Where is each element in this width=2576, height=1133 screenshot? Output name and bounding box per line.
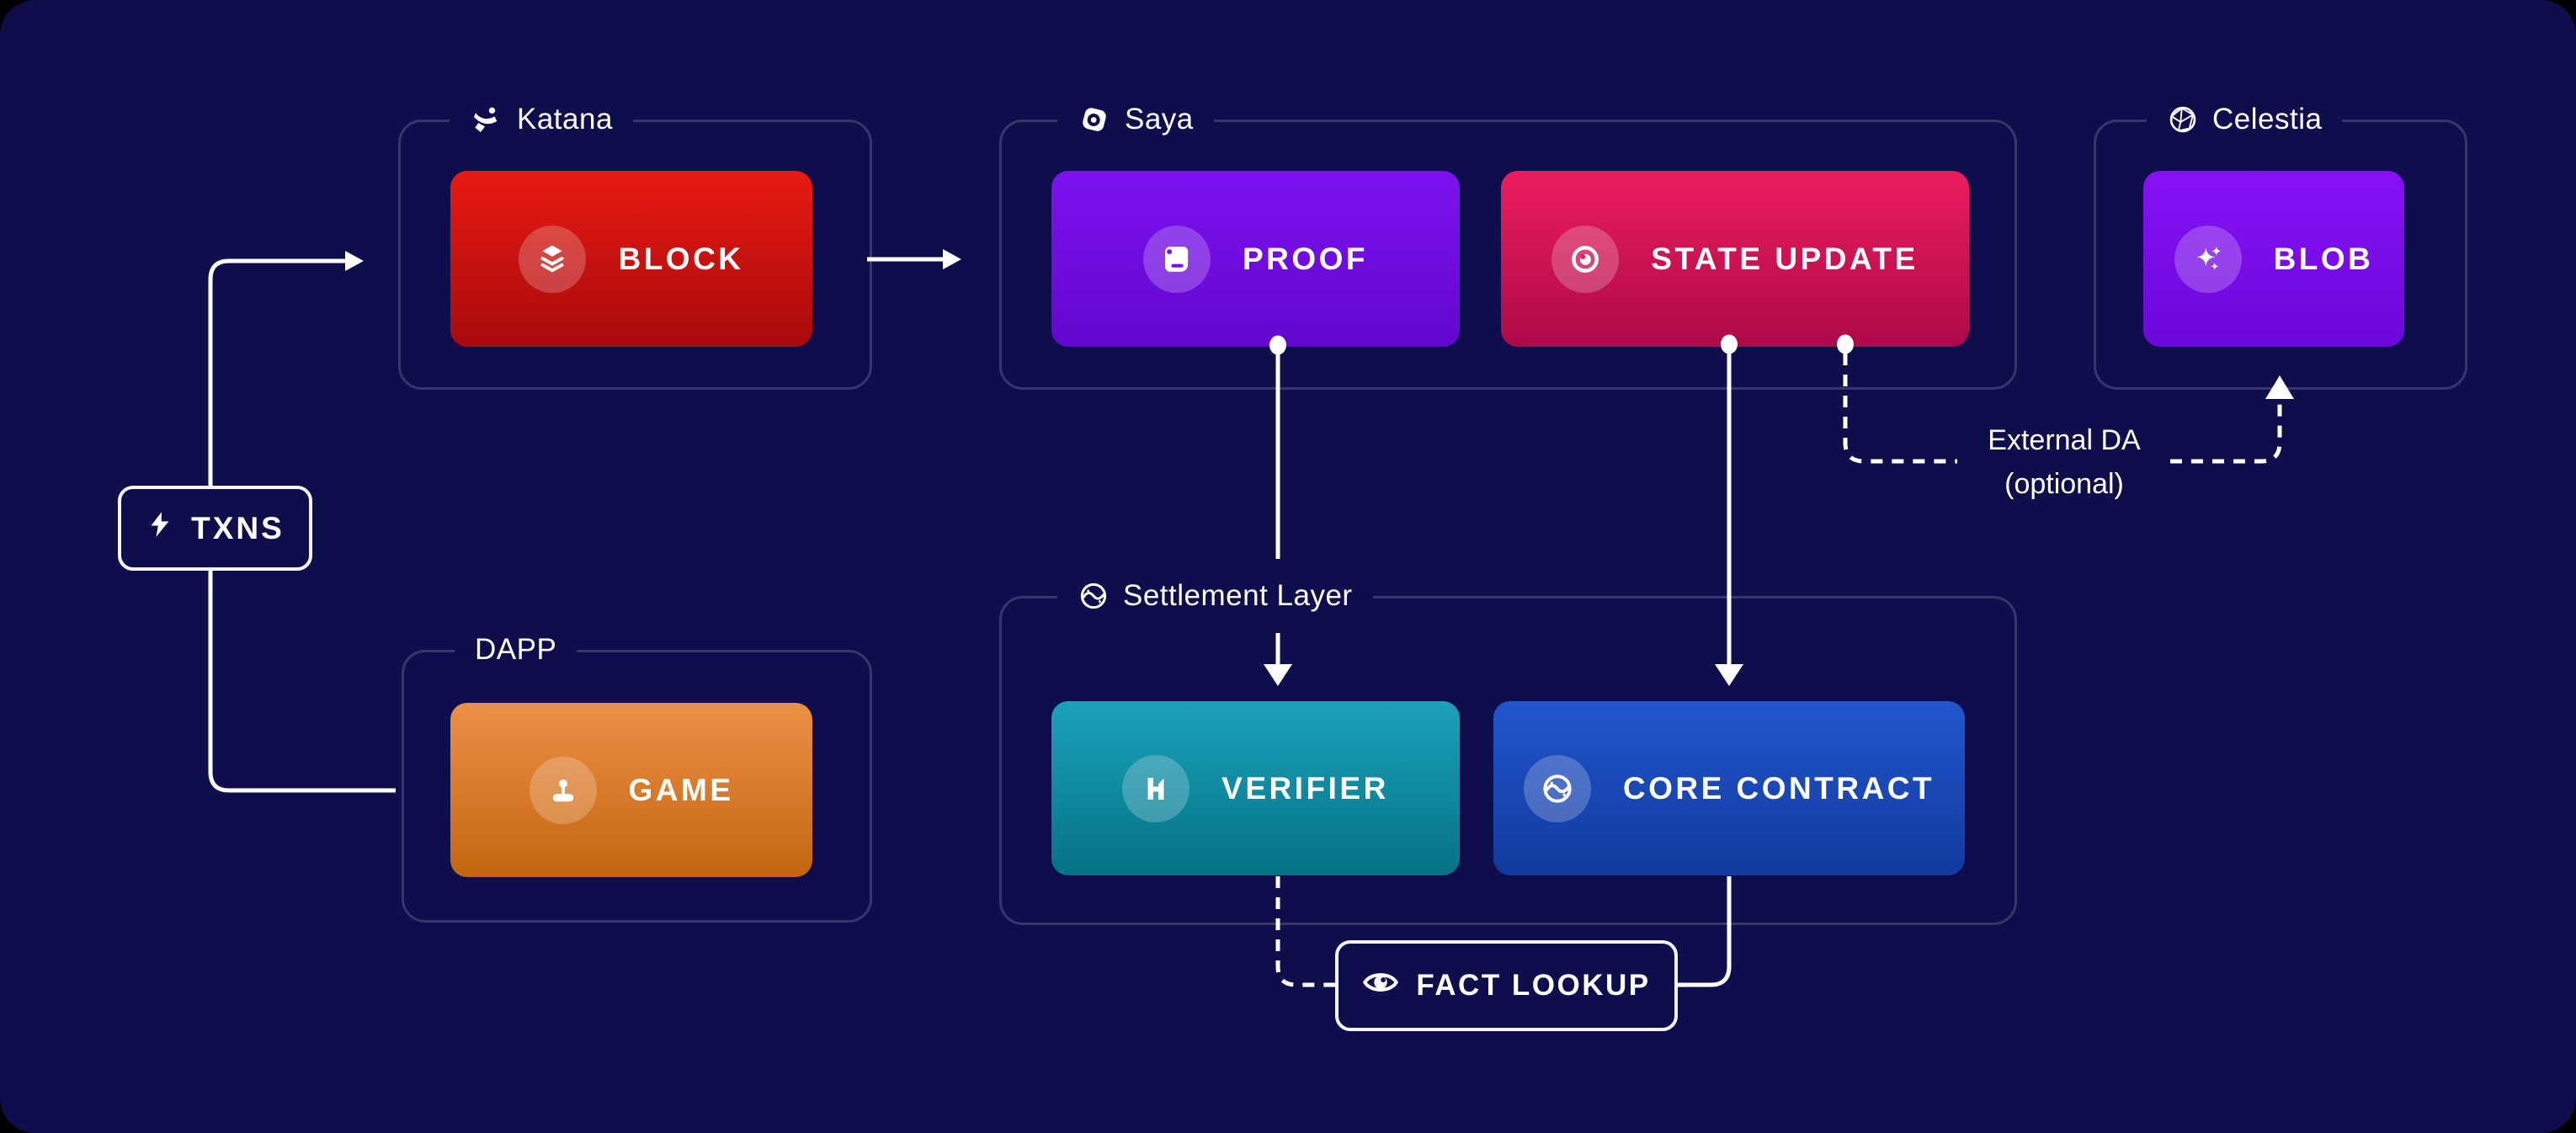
- group-label-text: DAPP: [475, 633, 557, 666]
- group-label-settlement: Settlement Layer: [1057, 572, 1373, 620]
- group-label-text: Settlement Layer: [1123, 579, 1353, 612]
- arrowhead-to-katana: [345, 251, 364, 271]
- external-da-line2: (optional): [2004, 467, 2124, 500]
- node-game[interactable]: GAME: [450, 703, 812, 877]
- txns-box[interactable]: TXNS: [118, 486, 312, 571]
- eye-outline-icon: [1362, 964, 1399, 1008]
- group-label-saya: Saya: [1057, 96, 1214, 143]
- node-proof-label: PROOF: [1242, 241, 1369, 276]
- group-label-text: Celestia: [2212, 103, 2323, 136]
- node-block-label: BLOCK: [618, 241, 744, 276]
- group-label-text: Saya: [1125, 103, 1194, 136]
- group-label-text: Katana: [517, 103, 613, 136]
- external-da-line1: External DA: [1988, 424, 2141, 456]
- lightning-icon: [146, 510, 174, 546]
- node-blob-label: BLOB: [2273, 241, 2374, 276]
- node-proof[interactable]: PROOF: [1051, 171, 1460, 347]
- group-dapp: [402, 650, 872, 923]
- starknet-logo-icon: [1078, 580, 1110, 612]
- layers-icon: [519, 225, 587, 293]
- joystick-icon: [529, 756, 597, 824]
- group-label-celestia: Celestia: [2147, 96, 2343, 143]
- eye-icon: [1551, 225, 1620, 293]
- node-block[interactable]: BLOCK: [450, 171, 812, 347]
- node-core-contract-label: CORE CONTRACT: [1622, 770, 1935, 806]
- node-state-update[interactable]: STATE UPDATE: [1501, 171, 1969, 347]
- starknet-logo-icon: [1523, 754, 1591, 822]
- fact-lookup-box[interactable]: FACT LOOKUP: [1335, 940, 1678, 1031]
- saya-logo-icon: [1078, 103, 1111, 136]
- node-verifier-label: VERIFIER: [1221, 770, 1389, 806]
- node-game-label: GAME: [628, 772, 734, 807]
- node-blob[interactable]: BLOB: [2143, 171, 2404, 347]
- fact-lookup-label: FACT LOOKUP: [1416, 969, 1651, 1002]
- celestia-logo-icon: [2167, 103, 2199, 136]
- external-da-annotation: External DA (optional): [1936, 419, 2192, 506]
- group-saya: [999, 120, 2017, 390]
- arrowhead-to-saya: [943, 249, 961, 269]
- h-logo-icon: [1122, 754, 1190, 822]
- txns-label: TXNS: [191, 510, 285, 545]
- sparkles-icon: [2174, 225, 2242, 293]
- node-state-update-label: STATE UPDATE: [1651, 241, 1919, 276]
- group-label-katana: Katana: [450, 96, 633, 143]
- scroll-icon: [1142, 225, 1211, 293]
- node-core-contract[interactable]: CORE CONTRACT: [1493, 701, 1965, 875]
- group-label-dapp: DAPP: [455, 626, 577, 673]
- node-verifier[interactable]: VERIFIER: [1051, 701, 1460, 875]
- group-settlement: [999, 596, 2017, 925]
- katana-logo-icon: [470, 103, 503, 136]
- group-katana: [398, 120, 872, 390]
